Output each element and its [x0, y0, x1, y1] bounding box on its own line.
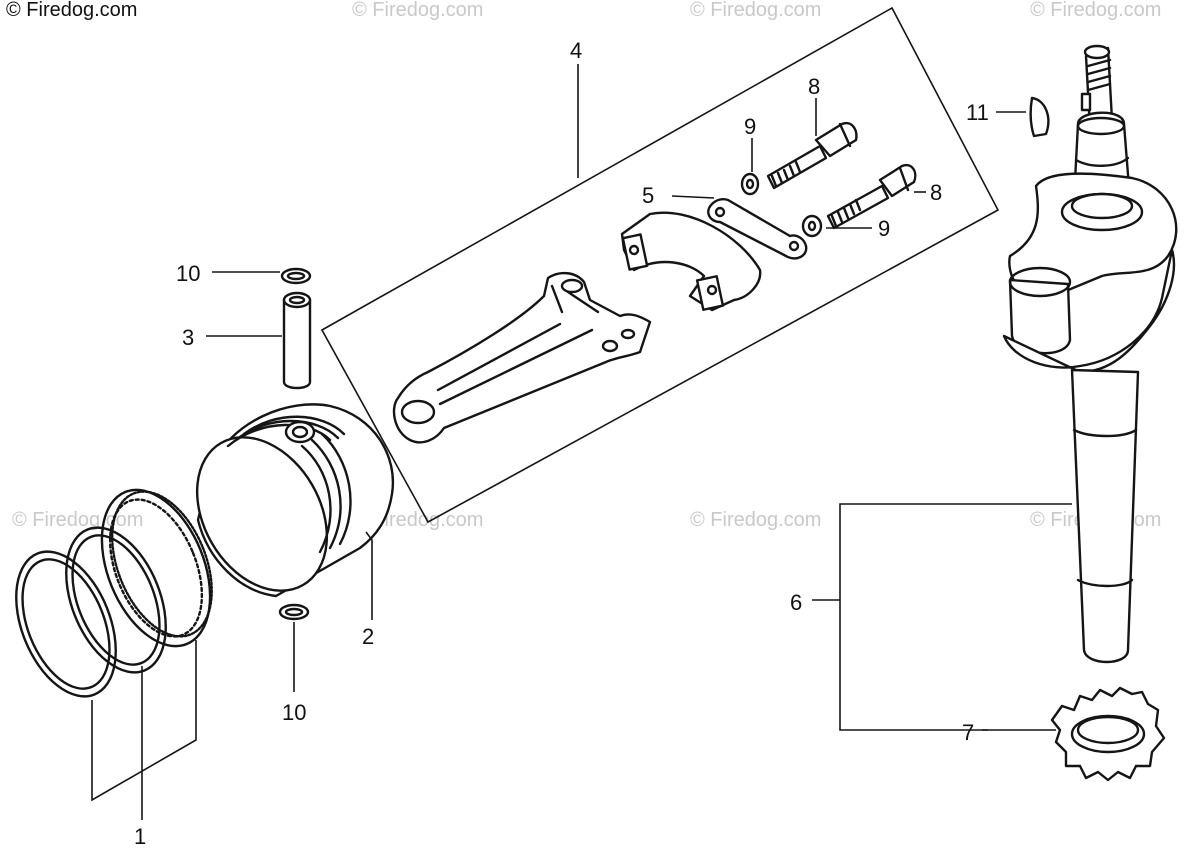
- rod-bolt-upper: 8: [766, 74, 858, 190]
- pin-clip-upper: 10: [176, 261, 312, 286]
- watermark: © Firedog.com: [1030, 0, 1161, 21]
- piston-pin: 3: [182, 291, 312, 390]
- assembly-frame: [320, 6, 1000, 524]
- callout-8: 8: [930, 180, 942, 205]
- leader-line: [365, 531, 373, 620]
- second-ring: [65, 526, 167, 674]
- callout-10: 10: [282, 700, 306, 725]
- connecting-rod: [392, 271, 652, 444]
- callout-8: 8: [808, 74, 820, 99]
- callout-10: 10: [176, 261, 200, 286]
- callout-3: 3: [182, 325, 194, 350]
- leader-bracket: [839, 503, 1072, 731]
- crankshaft-gear: 7: [962, 686, 1166, 782]
- pin-clip-lower: 10: [278, 603, 310, 725]
- callout-9: 9: [878, 216, 890, 241]
- callout-1: 1: [134, 824, 146, 849]
- watermark: © Firedog.com: [12, 509, 143, 531]
- woodruff-key: 11: [966, 96, 1050, 138]
- watermark: © Firedog.com: [690, 509, 821, 531]
- callout-11: 11: [966, 100, 989, 125]
- rod-cap: [620, 211, 762, 312]
- connecting-rod-assembly-group: 4 5: [320, 6, 1000, 524]
- oil-ring: [100, 488, 212, 648]
- crankshaft: 6: [790, 44, 1178, 731]
- callout-9: 9: [744, 114, 756, 139]
- leader-bracket: [91, 640, 197, 802]
- callout-6: 6: [790, 590, 802, 615]
- piston-ring-set: 1: [15, 488, 213, 849]
- rod-bolt-lower: 8: [826, 163, 942, 230]
- watermark: © Firedog.com: [690, 0, 821, 21]
- piston: 2: [195, 403, 395, 649]
- callout-4: 4: [570, 38, 582, 63]
- copyright-text: © Firedog.com: [6, 0, 137, 21]
- leader-line: [671, 195, 715, 199]
- callout-7: 7: [962, 720, 974, 745]
- lock-plate: 5: [642, 183, 808, 260]
- watermark: © Firedog.com: [352, 0, 483, 21]
- washer-lower: 9: [801, 214, 890, 241]
- callout-2: 2: [362, 624, 374, 649]
- callout-5: 5: [642, 183, 654, 208]
- top-ring: [15, 550, 117, 698]
- washer-upper: 9: [740, 114, 760, 196]
